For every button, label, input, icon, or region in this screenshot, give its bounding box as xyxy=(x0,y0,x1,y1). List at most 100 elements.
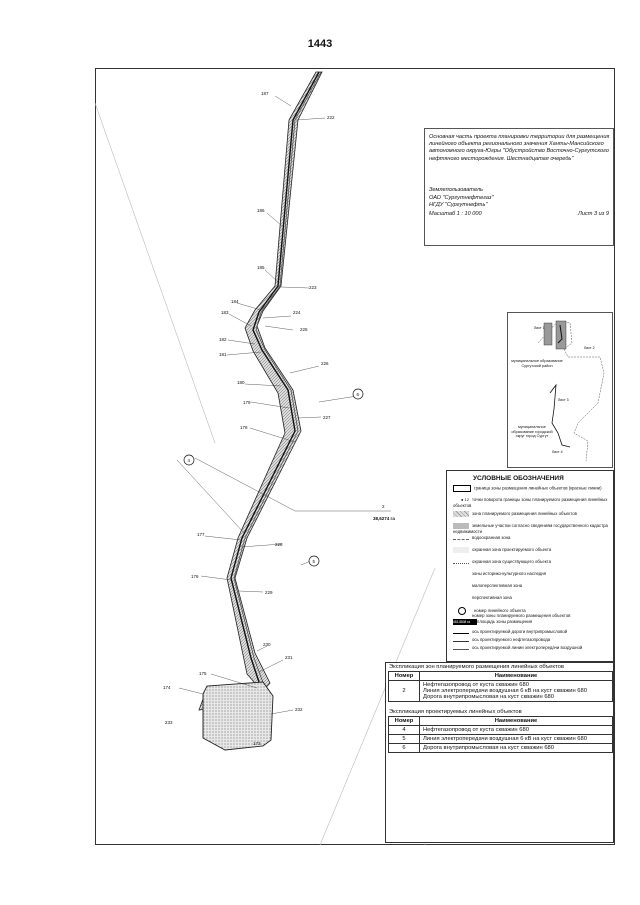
power-line-axis xyxy=(233,71,322,689)
point-label: 229 xyxy=(265,590,273,595)
legend-point-sample: ● 12 xyxy=(461,497,469,502)
legend-text: ось проектируемой дороги внутрипромыслов… xyxy=(472,629,568,634)
legend-item: граница зоны размещения линейных объекто… xyxy=(453,485,602,492)
point-label: 232 xyxy=(295,707,303,712)
legend-text: перспективная зона xyxy=(472,595,512,601)
zone-object-name: Нефтегазопровод от куста скважин 680 xyxy=(423,682,529,688)
legend-item: охранная зона существующего объекта xyxy=(453,559,551,564)
point-label: 225 xyxy=(300,327,308,332)
point-label: 224 xyxy=(293,310,301,315)
table-row: 2 Нефтегазопровод от куста скважин 680 Л… xyxy=(388,680,613,702)
legend-text: малоперспективная зона xyxy=(472,583,523,589)
point-label: 182 xyxy=(219,337,227,342)
table-cell-number: 4 xyxy=(388,725,420,735)
landowner-1: ОАО "Сургутнефтегаз" xyxy=(429,194,494,201)
column-header: Наименование xyxy=(419,716,613,726)
pipeline-axis xyxy=(230,71,320,689)
legend-text: граница зоны размещения линейных объекто… xyxy=(474,485,602,491)
point-labels: 187 222 186 185 223 184 183 224 225 182 … xyxy=(163,91,335,746)
explication-objects-caption: Экспликация проектируемых линейных объек… xyxy=(389,709,522,715)
inset-sheet-label: Лист 2 xyxy=(584,346,595,350)
legend-text: ось проектируемой линии электропередачи … xyxy=(472,645,583,650)
point-label: 177 xyxy=(197,532,205,537)
legend-item: зона планируемого размещения линейных об… xyxy=(453,511,577,517)
point-label: 176 xyxy=(191,574,199,579)
point-label: 230 xyxy=(263,642,271,647)
column-header: Номер xyxy=(388,671,420,681)
corridor-map: 187 222 186 185 223 184 183 224 225 182 … xyxy=(95,71,476,845)
table-cell-number: 2 xyxy=(388,680,420,702)
object-marker: 4 xyxy=(183,454,195,466)
placement-zone xyxy=(198,71,323,711)
table-cell-number: 5 xyxy=(388,734,420,744)
legend-text: номер линейного объекта xyxy=(474,608,526,614)
table-cell-name: Нефтегазопровод от куста скважин 680 xyxy=(419,725,613,735)
point-label: 223 xyxy=(309,285,317,290)
point-label: 183 xyxy=(221,310,229,315)
table-cell-number: 6 xyxy=(388,743,420,753)
point-label: 173 xyxy=(253,741,261,746)
legend-text: земельные участки согласно сведениям гос… xyxy=(453,523,608,534)
legend-item: ось проектируемого нефтегазопровода xyxy=(453,637,550,642)
legend-item: номер зоны планируемого размещения объек… xyxy=(453,613,570,619)
explication-objects-table: Номер Наименование 4 Нефтегазопровод от … xyxy=(388,716,613,753)
legend-swatch xyxy=(453,583,469,589)
legend-text: охранная зона существующего объекта xyxy=(472,559,551,564)
object-marker: 6 xyxy=(352,388,364,400)
title-description: Основная часть проекта планировки террит… xyxy=(429,134,610,162)
legend-swatch xyxy=(453,560,469,564)
boundary-line xyxy=(319,567,436,845)
landowner-label: Землепользователь xyxy=(429,187,483,193)
legend-swatch xyxy=(453,646,469,650)
inset-label-city: муниципальное образование городской окру… xyxy=(511,425,553,439)
legend-text: водоохранная зона xyxy=(472,535,511,540)
zone-object-name: Дорога внутрипромысловая на куст скважин… xyxy=(423,694,554,700)
point-label: 228 xyxy=(275,542,283,547)
landowner-2: НГДУ "Сургутнефть" xyxy=(429,202,488,209)
legend-text: площадь зоны размещения xyxy=(477,619,533,625)
table-row: 5 Линия электропередачи воздушная 6 кВ н… xyxy=(388,734,613,744)
table-header-row: Номер Наименование xyxy=(388,671,613,681)
title-block: Основная часть проекта планировки террит… xyxy=(424,128,614,246)
object-marker-number: 4 xyxy=(188,458,191,463)
point-label: 175 xyxy=(199,671,207,676)
point-label: 179 xyxy=(243,400,251,405)
landowner-block: Землепользователь ОАО "Сургутнефтегаз" Н… xyxy=(429,187,611,210)
legend-item: охранная зона проектируемого объекта xyxy=(453,547,551,553)
legend: УСЛОВНЫЕ ОБОЗНАЧЕНИЯ граница зоны размещ… xyxy=(446,470,614,662)
table-cell-name: Линия электропередачи воздушная 6 кВ на … xyxy=(419,734,613,744)
legend-text: ось проектируемого нефтегазопровода xyxy=(472,637,551,642)
point-label: 187 xyxy=(261,91,269,96)
inset-sheet-label: Лист 1 xyxy=(534,326,545,330)
inset-sheet-label: Лист 3 xyxy=(558,398,569,402)
table-row: 4 Нефтегазопровод от куста скважин 680 xyxy=(388,725,613,735)
legend-item: зоны историко-культурного наследия xyxy=(453,571,546,577)
legend-text: охранная зона проектируемого объекта xyxy=(472,547,552,553)
column-header: Номер xyxy=(388,716,420,726)
table-row: 6 Дорога внутрипромысловая на куст скваж… xyxy=(388,743,613,753)
table-header-row: Номер Наименование xyxy=(388,716,613,726)
column-header: Наименование xyxy=(419,671,613,681)
legend-swatch xyxy=(453,547,469,553)
legend-swatch xyxy=(458,607,466,615)
legend-item: ось проектируемой дороги внутрипромыслов… xyxy=(453,629,567,634)
legend-text: точки поворота границы зоны планируемого… xyxy=(453,497,608,508)
legend-swatch xyxy=(453,523,469,529)
point-label: 226 xyxy=(321,361,329,366)
point-label: 227 xyxy=(323,415,331,420)
legend-item: ось проектируемой линии электропередачи … xyxy=(453,645,582,650)
table-cell-names: Нефтегазопровод от куста скважин 680 Лин… xyxy=(419,680,613,702)
inset-sheet-label: Лист 4 xyxy=(552,450,563,454)
legend-swatch xyxy=(453,485,471,492)
point-label: 222 xyxy=(327,115,335,120)
inset-overview-map: Лист 1 Лист 2 Лист 3 Лист 4 муниципально… xyxy=(507,312,613,468)
point-label: 174 xyxy=(163,685,171,690)
point-label: 184 xyxy=(231,299,239,304)
point-label: 178 xyxy=(240,425,248,430)
legend-swatch xyxy=(453,571,469,577)
table-cell-name: Дорога внутрипромысловая на куст скважин… xyxy=(419,743,613,753)
legend-item: земельные участки согласно сведениям гос… xyxy=(453,523,613,534)
legend-swatch xyxy=(453,595,469,601)
